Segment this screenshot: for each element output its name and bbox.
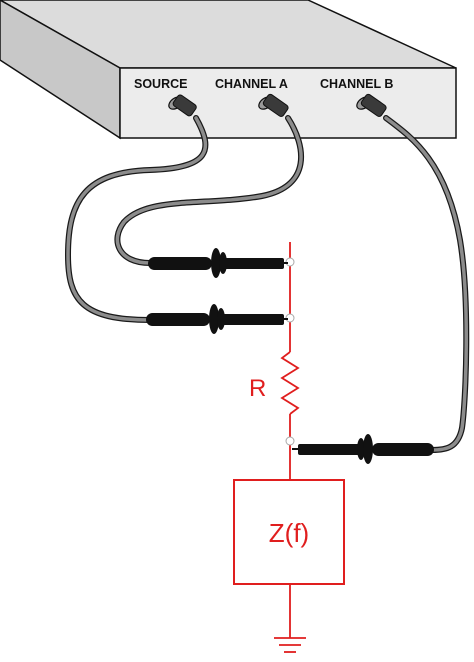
channel-a-cable xyxy=(114,115,305,266)
source-cable xyxy=(64,115,209,323)
port-label-source: SOURCE xyxy=(134,77,187,91)
circuit xyxy=(233,242,345,653)
channel-a-probe-icon[interactable] xyxy=(148,248,288,278)
channel-b-connector-icon[interactable] xyxy=(355,93,388,117)
impedance-box xyxy=(233,479,345,585)
port-label-channel-b: CHANNEL B xyxy=(320,77,393,91)
channel-b-probe-icon[interactable] xyxy=(292,434,434,464)
impedance-label: Z(f) xyxy=(269,518,309,548)
port-label-channel-a: CHANNEL A xyxy=(215,77,288,91)
channel-b-cable xyxy=(383,115,470,453)
contact-point-bottom xyxy=(285,436,295,446)
source-connector-icon[interactable] xyxy=(167,94,198,117)
resistor-r xyxy=(280,351,300,415)
resistor-label: R xyxy=(249,375,266,402)
channel-a-connector-icon[interactable] xyxy=(257,93,290,117)
cables xyxy=(64,115,470,453)
instrument-box: SOURCE CHANNEL A CHANNEL B xyxy=(0,0,457,140)
source-probe-icon[interactable] xyxy=(146,304,288,334)
instrument-front-face xyxy=(119,67,457,139)
ground-icon xyxy=(274,637,306,653)
